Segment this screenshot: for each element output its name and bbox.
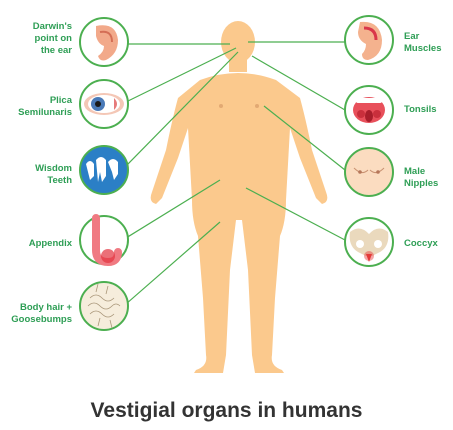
label-coccyx: Coccyx xyxy=(404,238,438,249)
ear-muscle-icon xyxy=(344,15,394,65)
label-darwins-point: Darwin's point on the ear xyxy=(32,21,72,56)
label-plica-semilunaris: Plica Semilunaris xyxy=(18,95,72,118)
connector-appendix xyxy=(125,179,221,239)
label-ear-muscles: Ear Muscles xyxy=(404,31,442,54)
ear-icon xyxy=(79,17,129,67)
pelvis-icon xyxy=(344,217,394,267)
eye-icon xyxy=(79,79,129,129)
label-tonsils: Tonsils xyxy=(404,104,437,115)
label-wisdom-teeth: Wisdom Teeth xyxy=(35,163,72,186)
connector-tonsils xyxy=(251,55,346,111)
connector-coccyx xyxy=(245,187,346,241)
connector-wisdom-teeth xyxy=(125,51,239,167)
label-appendix: Appendix xyxy=(28,238,72,249)
connector-nipples xyxy=(263,105,346,171)
diagram-title: Vestigial organs in humans xyxy=(90,399,363,422)
label-male-nipples: Male Nipples xyxy=(404,166,439,189)
connector-plica xyxy=(125,47,237,103)
label-body-hair: Body hair + Goosebumps xyxy=(11,302,72,325)
appendix-icon xyxy=(79,214,129,267)
chest-icon xyxy=(344,147,394,197)
human-body-silhouette xyxy=(150,21,328,373)
connector-lines xyxy=(125,41,346,305)
skin-hair-icon xyxy=(79,281,129,331)
connector-body-hair xyxy=(125,221,221,305)
mouth-tonsils-icon xyxy=(344,85,394,135)
teeth-icon xyxy=(79,145,129,195)
